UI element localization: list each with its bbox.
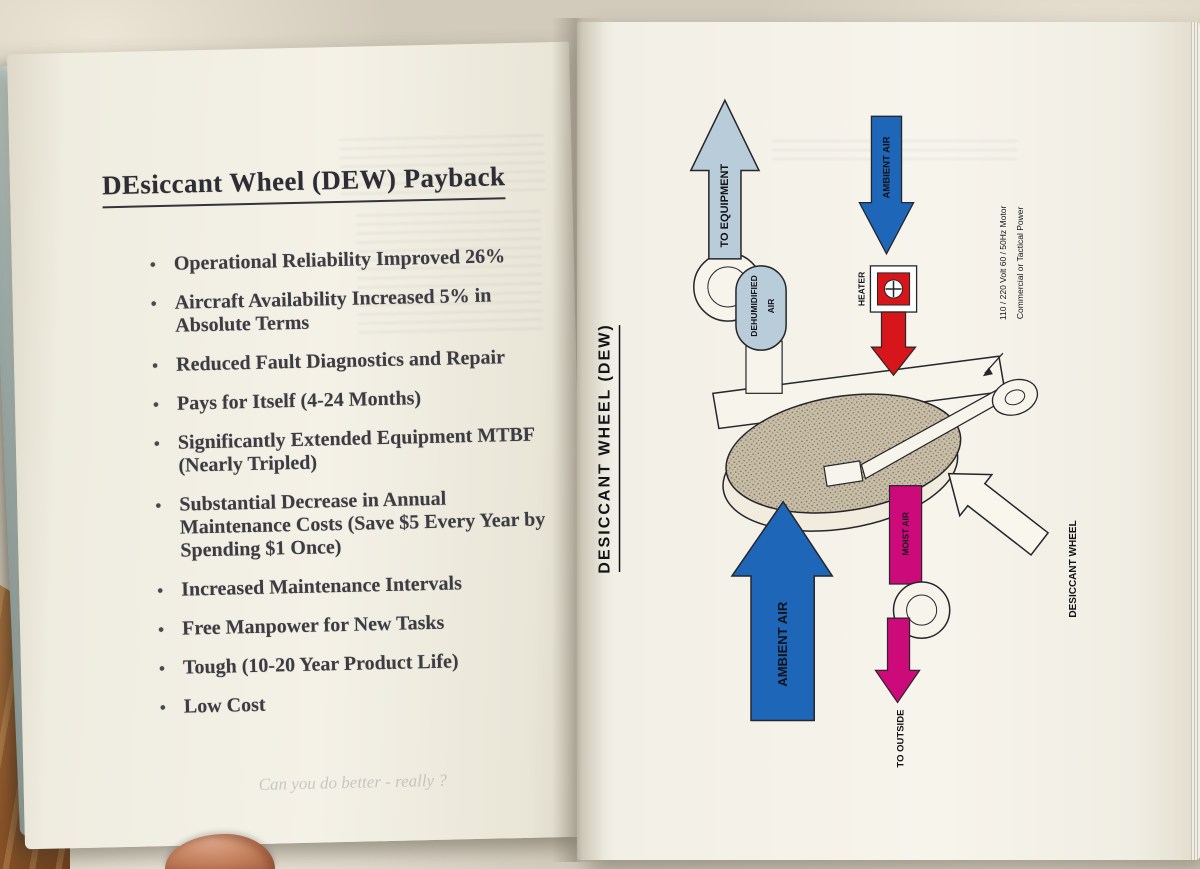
moist-air-label: MOIST AIR xyxy=(901,512,911,556)
motor-spec-label-1: 110 / 220 Volt 60 / 50Hz Motor xyxy=(998,206,1008,321)
bullet-item: Increased Maintenance Intervals xyxy=(151,570,551,602)
bullet-item: Free Manpower for New Tasks xyxy=(152,609,552,641)
show-through-text: Can you do better - really ? xyxy=(258,770,448,794)
right-page: DESICCANT WHEEL (DEW) TO EQUIPMENT AMBIE… xyxy=(577,22,1200,860)
heated-air-arrow xyxy=(870,311,917,377)
bullet-text: Tough (10-20 Year Product Life) xyxy=(182,650,459,679)
bullet-item: Pays for Itself (4-24 Months) xyxy=(147,384,547,416)
bullet-item: Reduced Fault Diagnostics and Repair xyxy=(146,345,546,377)
bullet-text: Pays for Itself (4-24 Months) xyxy=(176,387,422,415)
bullet-item: Substantial Decrease in Annual Maintenan… xyxy=(149,485,550,563)
bullet-text: Operational Reliability Improved 26% xyxy=(173,245,506,275)
dehumidified-air-duct xyxy=(735,265,787,351)
diagram-title: DESICCANT WHEEL (DEW) xyxy=(596,323,614,573)
motor-housing-inner xyxy=(1004,389,1026,406)
bullet-item: Tough (10-20 Year Product Life) xyxy=(153,648,553,680)
bullet-text: Aircraft Availability Increased 5% in Ab… xyxy=(174,284,492,337)
motor-pointer-arrow xyxy=(982,352,1004,377)
to-equipment-arrow xyxy=(689,98,761,260)
to-equipment-label: TO EQUIPMENT xyxy=(719,164,731,248)
motor-housing xyxy=(991,378,1039,416)
heater-label: HEATER xyxy=(856,272,866,306)
bullet-text: Substantial Decrease in Annual Maintenan… xyxy=(179,487,546,562)
desiccant-wheel-pointer-arrow xyxy=(947,472,1050,556)
desiccant-wheel-face xyxy=(725,393,962,514)
bullet-item: Significantly Extended Equipment MTBF (N… xyxy=(148,423,549,478)
left-page-content: DEsiccant Wheel (DEW) Payback Operationa… xyxy=(7,42,587,850)
payback-bullet-list: Operational Reliability Improved 26% Air… xyxy=(144,244,554,719)
ambient-air-bottom-label: AMBIENT AIR xyxy=(775,601,790,687)
bullet-item: Low Cost xyxy=(154,687,554,719)
moist-air-duct xyxy=(888,485,923,585)
bullet-text: Reduced Fault Diagnostics and Repair xyxy=(175,346,506,376)
ambient-air-bottom-arrow xyxy=(730,500,834,722)
bullet-text: Free Manpower for New Tasks xyxy=(181,611,445,640)
to-outside-arrow xyxy=(874,617,921,704)
to-outside-label: TO OUTSIDE xyxy=(896,710,907,768)
bullet-item: Aircraft Availability Increased 5% in Ab… xyxy=(144,284,530,339)
bullet-item: Operational Reliability Improved 26% xyxy=(144,244,544,276)
bullet-text: Low Cost xyxy=(183,693,266,718)
ambient-air-top-arrow xyxy=(858,115,915,256)
bullet-text: Significantly Extended Equipment MTBF (N… xyxy=(177,423,535,477)
duct-elbow-bottom-inner xyxy=(906,594,938,626)
dew-diagram: DESICCANT WHEEL (DEW) TO EQUIPMENT AMBIE… xyxy=(596,98,1079,768)
wheel-hub xyxy=(823,460,864,488)
motor-spec-label-2: Commercial or Tactical Power xyxy=(1015,206,1025,319)
page-title: DEsiccant Wheel (DEW) Payback xyxy=(101,161,506,209)
desiccant-wheel-label: DESICCANT WHEEL xyxy=(1068,520,1079,617)
dehumidified-air-label-2: AIR xyxy=(766,299,776,314)
left-page: DEsiccant Wheel (DEW) Payback Operationa… xyxy=(7,41,587,850)
bullet-text: Increased Maintenance Intervals xyxy=(180,572,463,601)
dehumidified-air-label-1: DEHUMIDIFIED xyxy=(749,275,759,337)
ambient-air-top-label: AMBIENT AIR xyxy=(882,136,893,198)
heater-unit xyxy=(869,265,918,313)
heater-element xyxy=(876,272,911,306)
